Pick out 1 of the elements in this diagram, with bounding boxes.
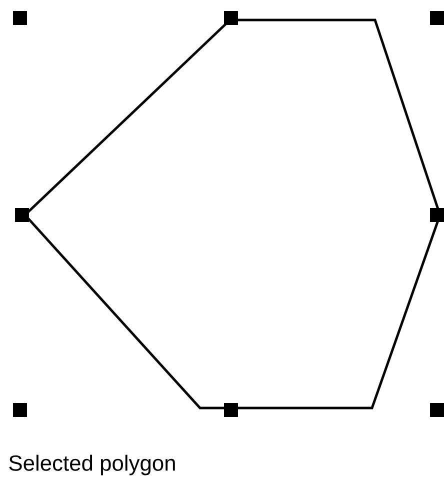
- caption: Selected polygon: [9, 454, 175, 476]
